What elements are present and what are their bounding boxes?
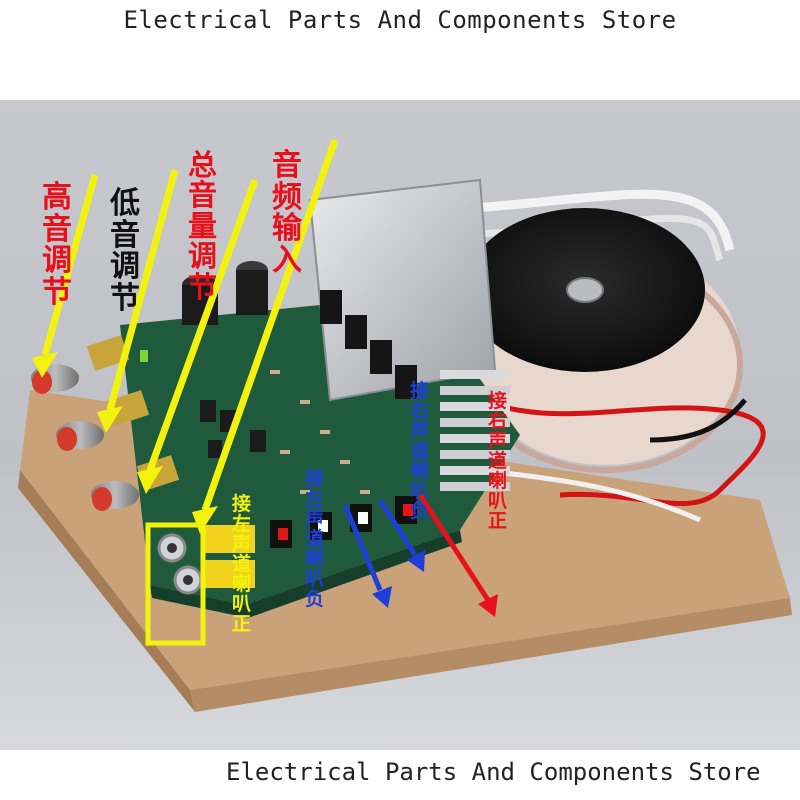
heatsink-fins [440, 370, 510, 491]
label-char: 音 [272, 148, 302, 183]
red-arrow-head [478, 594, 498, 617]
label-char: 接 [305, 468, 325, 490]
label-char: 音 [188, 178, 218, 213]
black-wire [649, 398, 747, 443]
label-char: 接 [410, 380, 430, 402]
blue-arrows [342, 498, 425, 608]
label-char: 叭 [232, 592, 252, 615]
label-char: 调 [188, 239, 218, 274]
label-char: 道 [488, 449, 508, 472]
bass-adjust-label: 低 音 调 节 [110, 188, 140, 314]
audio-input-label: 音 频 输 入 [272, 150, 302, 276]
label-char: 声 [488, 429, 508, 452]
label-char: 频 [272, 179, 302, 215]
left-channel-positive-label: 接 左 声 道 喇 叭 正 [232, 493, 252, 635]
label-char: 节 [42, 274, 72, 310]
label-char: 接 [488, 390, 508, 412]
label-char: 负 [410, 499, 430, 522]
amplifier-photo [0, 100, 800, 750]
green-led [140, 350, 148, 362]
label-char: 喇 [410, 459, 430, 482]
store-banner-top: Electrical Parts And Components Store [123, 6, 677, 34]
label-char: 左 [232, 512, 252, 535]
small-components [270, 370, 370, 494]
label-char: 接 [232, 493, 252, 515]
label-char: 调 [42, 243, 72, 278]
input-highlight-box [145, 522, 206, 646]
volume-adjust-label: 总 音 量 调 节 [188, 148, 218, 304]
label-char: 声 [305, 507, 325, 530]
label-char: 道 [305, 527, 325, 550]
red-wire [479, 397, 766, 507]
label-char: 负 [305, 587, 325, 610]
label-char: 节 [110, 280, 140, 316]
label-char: 正 [488, 509, 508, 532]
label-char: 调 [110, 249, 140, 284]
bass-knob [56, 390, 150, 451]
volume-knob [91, 455, 180, 511]
wood-base-edge [18, 470, 195, 712]
yellow-arrows [32, 138, 339, 534]
label-char: 低 [110, 186, 140, 221]
label-char: 喇 [488, 469, 508, 492]
label-char: 音 [110, 217, 140, 253]
label-char: 高 [42, 180, 72, 215]
store-banner-bottom: Electrical Parts And Components Store [226, 758, 761, 786]
label-char: 道 [232, 552, 252, 575]
label-char: 道 [410, 439, 430, 462]
rca-input-jacks [157, 525, 255, 595]
label-char: 叭 [305, 567, 325, 590]
label-char: 喇 [305, 547, 325, 570]
label-char: 总 [188, 148, 218, 182]
label-char: 量 [188, 208, 218, 243]
label-char: 正 [232, 612, 252, 635]
label-char: 叭 [410, 479, 430, 502]
label-char: 声 [232, 532, 252, 555]
transformer-bolt [566, 277, 604, 303]
label-char: 叭 [488, 489, 508, 512]
label-char: 右 [488, 409, 508, 432]
label-char: 右 [410, 399, 430, 422]
label-char: 喇 [232, 572, 252, 595]
label-char: 入 [272, 242, 302, 278]
label-char: 音 [42, 211, 72, 247]
right-channel-negative-label: 接 右 声 道 喇 叭 负 [410, 380, 430, 522]
label-char: 声 [410, 419, 430, 442]
left-channel-negative-label: 接 左 声 道 喇 叭 负 [305, 468, 325, 610]
label-char: 左 [305, 487, 325, 510]
right-channel-positive-label: 接 右 声 道 喇 叭 正 [488, 390, 508, 532]
treble-adjust-label: 高 音 调 节 [42, 182, 72, 308]
power-transistors [320, 290, 417, 399]
label-char: 输 [272, 211, 302, 246]
red-arrow [417, 493, 491, 602]
wood-base-front [190, 598, 792, 712]
label-char: 节 [188, 269, 218, 304]
